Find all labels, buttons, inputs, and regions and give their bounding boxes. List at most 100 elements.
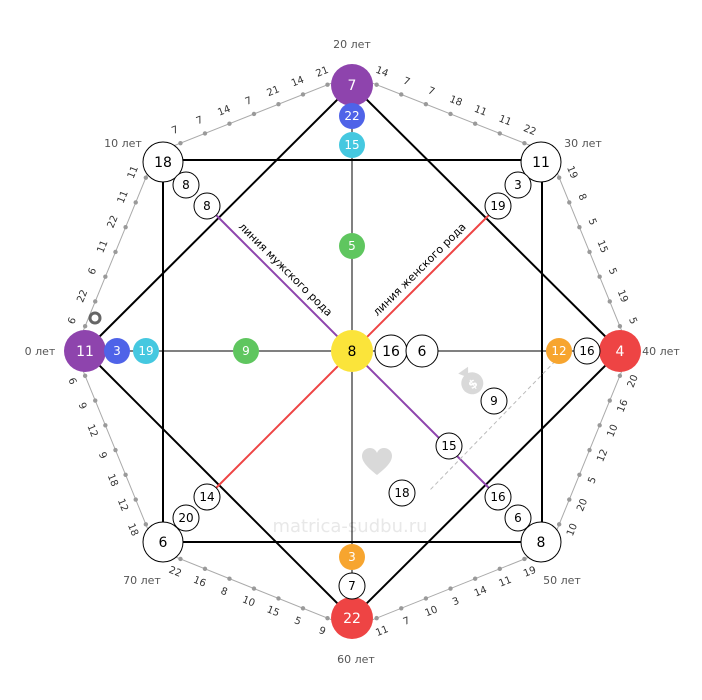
age-dot [325,615,330,621]
node-left-2: 3 [104,338,130,364]
age-year-number: 11 [96,239,111,255]
age-year-number: 18 [125,522,140,538]
node-money-2: 15 [435,432,463,460]
node-bottom-3: 3 [339,544,365,570]
age-label-10: 10 лет [104,137,142,150]
age-year-number: 22 [522,123,538,138]
age-year-number: 11 [472,104,488,119]
age-year-number: 9 [76,401,89,411]
node-bottom-2: 7 [338,572,366,600]
age-dot [251,111,257,117]
age-year-number: 5 [626,316,639,326]
node-value: 3 [348,550,356,564]
age-label-70: 70 лет [123,574,161,587]
node-tl-3: 8 [193,192,221,220]
age-dot [567,497,572,502]
age-year-number: 11 [116,189,131,205]
node-value: 7 [348,78,357,94]
age-dot [607,299,612,304]
age-year-number: 11 [497,575,513,590]
age-year-number: 10 [606,423,621,439]
age-dot [123,224,128,230]
node-tr: 11 [520,141,562,183]
node-value: 3 [113,344,121,358]
node-value: 6 [159,535,168,551]
age-dot [567,200,572,205]
age-year-number: 19 [522,565,538,580]
age-label-50: 50 лет [543,574,581,587]
age-year-number: 5 [606,266,619,276]
age-year-number: 10 [423,604,439,619]
age-year-number: 16 [616,398,631,414]
age-dot [587,249,592,255]
node-value: 9 [490,394,498,408]
node-value: 11 [532,155,550,171]
node-top: 7 [331,64,373,106]
age-dot [123,472,128,478]
watermark: matrica-sudbu.ru [272,516,427,537]
node-value: 16 [490,490,505,504]
node-value: 8 [182,178,190,192]
age-year-number: 3 [451,596,461,609]
age-dot [113,249,118,255]
node-left-3: 19 [133,338,159,364]
age-year-number: 14 [374,65,390,80]
age-dot [597,423,602,428]
age-year-number: 7 [402,615,412,628]
age-dot [522,556,527,562]
heart-icon [362,448,392,475]
age-dot [607,398,612,403]
node-value: 18 [154,155,172,171]
age-year-number: 8 [219,586,229,599]
age-dot [103,274,108,279]
age-dot [103,423,108,428]
age-dot [113,447,118,453]
node-value: 19 [138,344,153,358]
age-year-number: 10 [240,594,256,609]
node-value: 8 [203,199,211,213]
age-year-number: 7 [426,85,436,98]
node-value: 11 [76,344,94,360]
age-year-number: 5 [292,615,302,628]
age-year-number: 12 [115,497,130,513]
age-year-number: 5 [586,475,599,485]
node-money-1: 9 [480,387,508,415]
age-label-20: 20 лет [333,38,371,51]
age-dot [276,596,281,601]
age-year-number: 11 [374,624,390,639]
age-label-0: 0 лет [25,345,56,358]
age-year-number: 8 [575,192,588,202]
age-year-number: 22 [167,565,183,580]
age-year-number: 7 [195,115,205,128]
age-year-number: 19 [564,164,579,180]
age-year-number: 21 [314,65,330,80]
node-value: 6 [514,511,522,525]
age-dot [587,447,592,453]
age-year-number: 22 [106,214,121,230]
age-dot [178,556,183,562]
age-year-number: 9 [96,451,109,461]
node-tr-2: 3 [504,171,532,199]
age-year-number: 7 [401,76,411,89]
node-value: 9 [242,344,250,358]
node-tl-2: 8 [172,171,200,199]
node-value: 16 [382,344,400,360]
node-bl-3: 14 [193,483,221,511]
age-dot [82,324,88,329]
node-tl: 18 [142,141,184,183]
node-tr-3: 19 [484,192,512,220]
node-top-mid: 5 [339,233,365,259]
node-value: 5 [348,239,356,253]
age-dot [143,175,149,180]
age-dot [522,140,527,146]
age-dot [276,102,281,107]
node-value: 8 [348,344,357,360]
node-value: 7 [348,579,356,593]
node-value: 22 [344,109,359,123]
male-line-label: линия мужского рода [236,220,335,319]
age-dot [577,224,582,230]
ring-marker [88,311,102,325]
age-year-number: 6 [87,266,100,276]
